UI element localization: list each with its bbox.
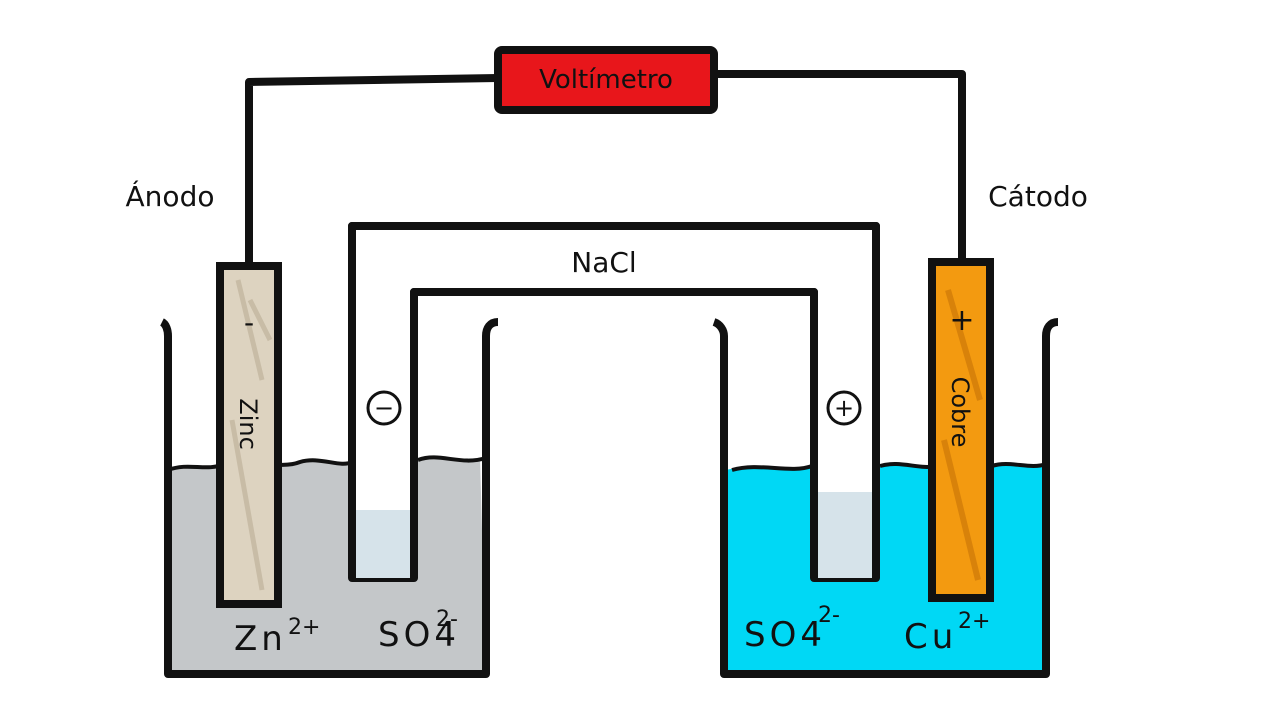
zinc-label: Zinc [234,398,262,450]
right-sulfate-label: SO4 [744,615,826,655]
negative-charge-sign: − [374,394,394,422]
salt-bridge-plug-left [356,510,410,578]
left-sulfate-charge: 2- [436,607,458,632]
positive-charge-circle [826,390,862,426]
copper-ion-label: Cu [904,617,957,657]
wire-anode [245,74,502,270]
negative-charge-circle [366,390,402,426]
positive-charge-sign: + [834,394,854,422]
salt-bridge-label: NaCl [571,246,636,279]
copper-electrode [928,258,994,602]
zinc-sign: - [244,306,254,339]
voltmeter-box [494,46,718,114]
zinc-ion-label: Zn [234,619,287,659]
copper-label: Cobre [946,377,974,448]
salt-bridge-plug-right [818,492,872,578]
right-beaker [712,318,1059,678]
wire-cathode [710,70,966,266]
left-beaker [159,318,499,678]
right-sulfate-charge: 2- [818,603,840,628]
cathode-label: Cátodo [988,180,1088,213]
voltmeter-label: Voltímetro [539,65,673,95]
left-sulfate-label: SO4 [378,615,460,655]
copper-ion-charge: 2+ [958,609,990,634]
zinc-ion-charge: 2+ [288,615,320,640]
copper-sign: + [949,303,974,338]
anode-label: Ánodo [126,179,215,213]
